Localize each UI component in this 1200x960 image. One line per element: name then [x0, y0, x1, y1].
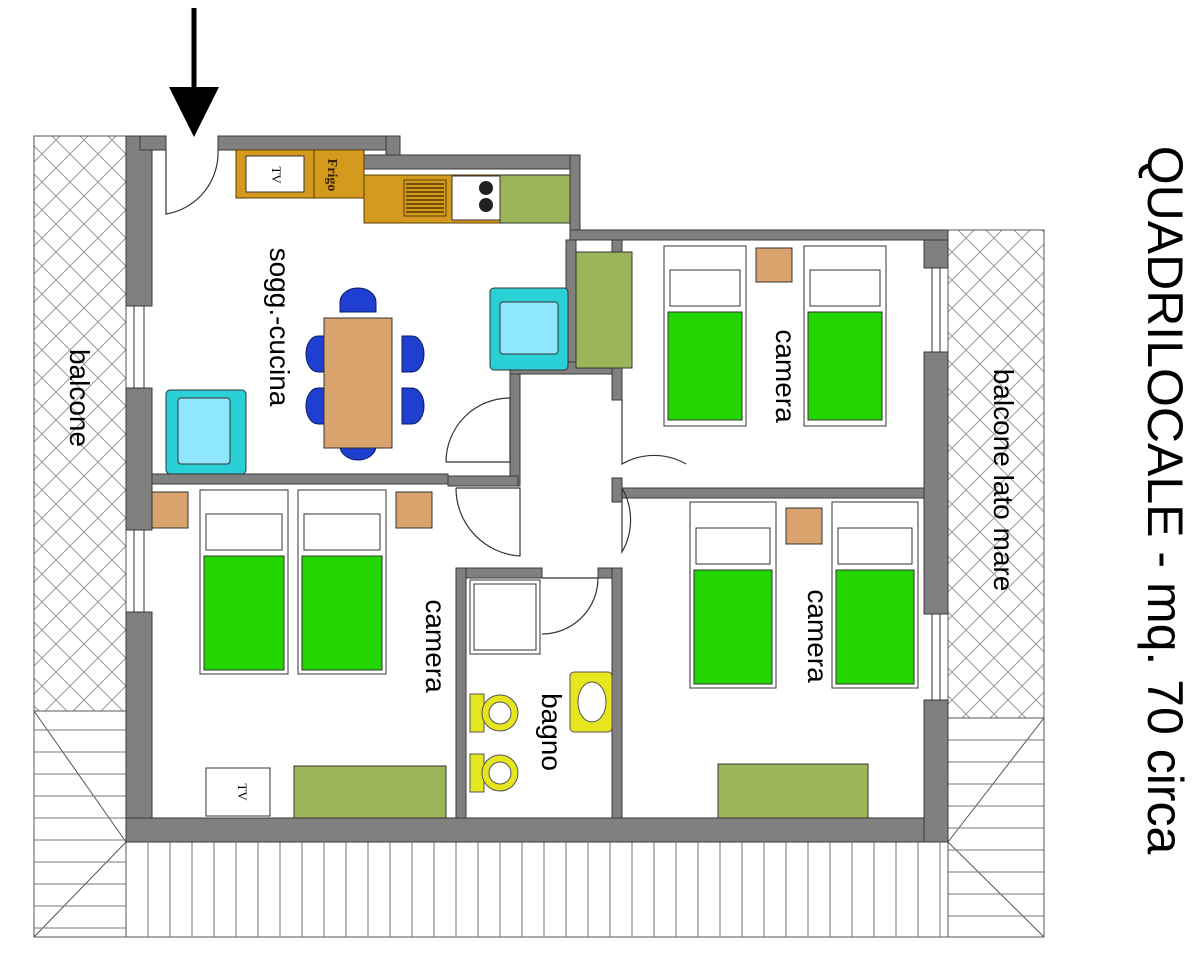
tv-label-kitchen: TV [269, 166, 284, 184]
room-label-balcony-west: balcone [64, 349, 95, 447]
railing-bars [34, 729, 1044, 937]
bedroom-sw-furniture [151, 489, 447, 819]
tv-label-bedroom: TV [235, 783, 250, 801]
room-label-balcony-east: balcone lato mare [988, 369, 1019, 592]
balcony-east-area [947, 229, 1045, 719]
armchair-left [165, 389, 247, 475]
door-swings [165, 149, 687, 635]
plan-title: QUADRILOCALE - mq. 70 circa [1137, 146, 1193, 855]
room-label-bedroom-se: camera [802, 589, 833, 683]
room-label-bathroom: bagno [536, 693, 567, 771]
armchair-right [489, 287, 569, 371]
bathroom-fixtures [469, 579, 613, 793]
fridge-label: Frigo [324, 159, 339, 192]
balcony-west-area [33, 135, 127, 712]
room-label-bedroom-sw: camera [420, 599, 451, 693]
room-label-bedroom-ne: camera [770, 329, 801, 423]
dining-table [323, 317, 393, 449]
bedroom-ne-furniture [575, 245, 887, 427]
terrace-railing [33, 710, 1045, 938]
bedroom-se-furniture [689, 501, 919, 819]
kitchen-unit [235, 149, 571, 224]
room-label-living: sogg.-cucina [264, 248, 295, 407]
windows [133, 268, 941, 700]
